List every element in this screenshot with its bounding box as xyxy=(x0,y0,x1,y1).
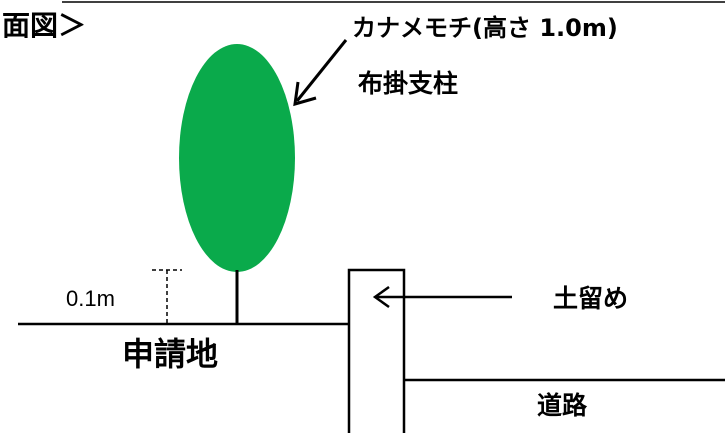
tree-name-height-label: カナメモチ(高さ 1.0m) xyxy=(352,14,618,42)
gap-dimension xyxy=(152,269,182,323)
tree-support-label: 布掛支柱 xyxy=(358,69,459,98)
drawing-heading: 面図＞ xyxy=(2,9,87,42)
tree-crown xyxy=(179,44,295,272)
gap-dimension-label: 0.1m xyxy=(66,286,115,311)
tree-leader-arrow xyxy=(293,39,348,107)
road-label: 道路 xyxy=(537,391,588,420)
wall-leader-arrow xyxy=(372,285,512,309)
retaining-wall-label: 土留め xyxy=(553,284,629,313)
retaining-wall xyxy=(347,268,406,433)
site-label: 申請地 xyxy=(122,335,219,373)
